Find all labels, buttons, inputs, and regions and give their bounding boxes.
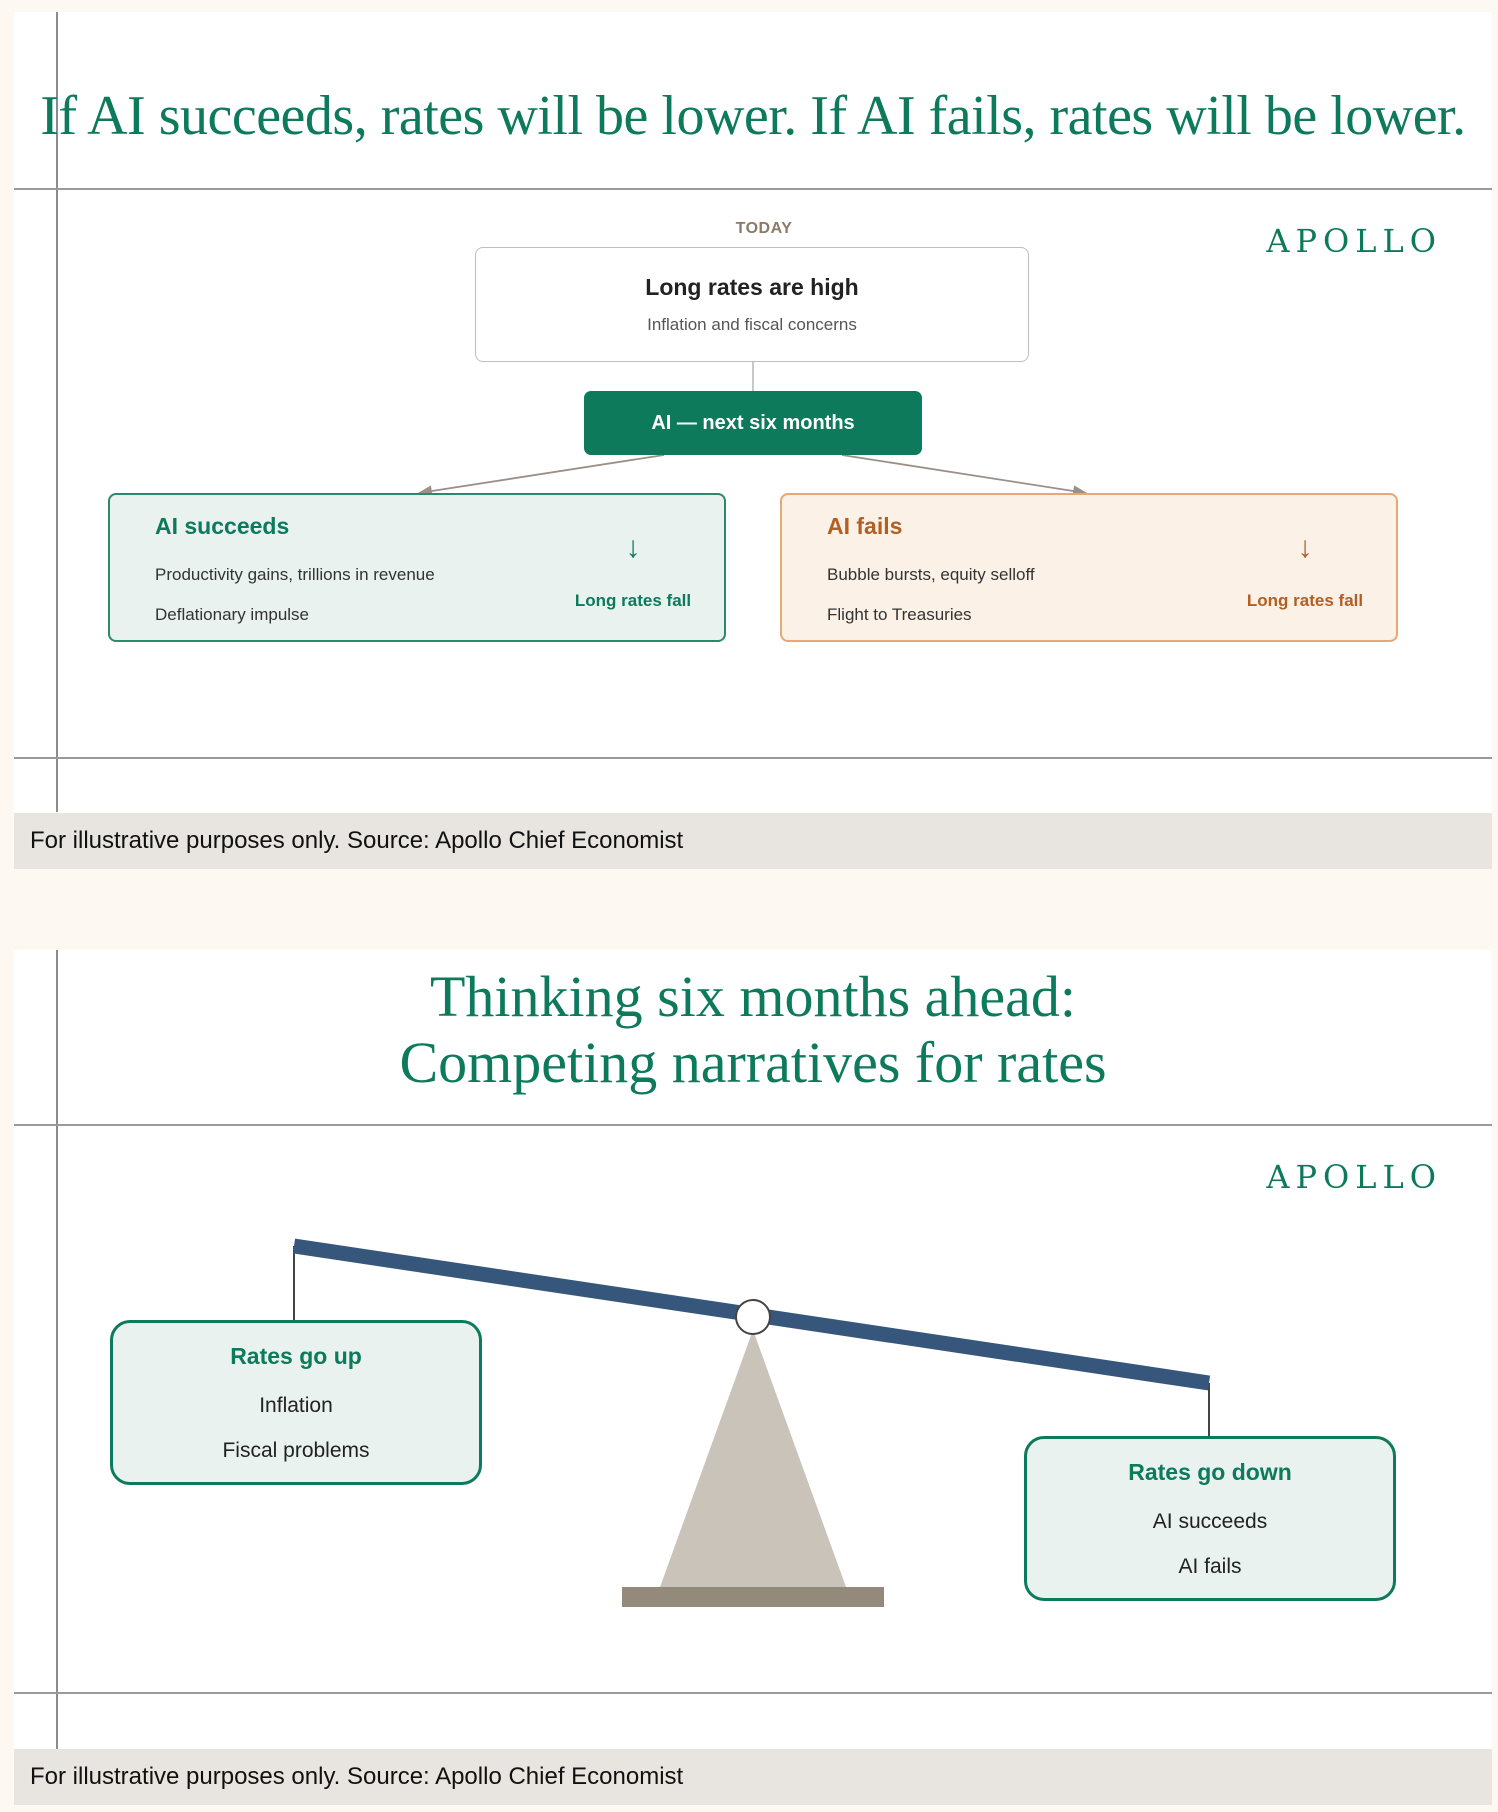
today-subtitle: Inflation and fiscal concerns — [647, 315, 857, 334]
title-divider — [14, 1124, 1492, 1126]
ai-fails-reason: Bubble bursts, equity selloff — [827, 565, 1035, 584]
title-line: Competing narratives for rates — [399, 1030, 1107, 1095]
rates-down-reason: AI succeeds — [1152, 1510, 1268, 1533]
bottom-divider — [14, 1692, 1492, 1694]
ai-succeeds-reason: Productivity gains, trillions in revenue — [155, 565, 435, 584]
rates-down-reason: AI fails — [1178, 1555, 1242, 1578]
slide-competing-narratives: Thinking six months ahead: Competing nar… — [14, 950, 1492, 1805]
ai-succeeds-reason: Deflationary impulse — [155, 605, 310, 624]
ai-next-six-months-box: AI — next six months — [584, 391, 922, 455]
ai-fails-title: AI fails — [827, 513, 903, 539]
fulcrum — [660, 1330, 846, 1587]
today-title: Long rates are high — [645, 274, 859, 300]
down-arrow-icon: ↓ — [625, 531, 641, 564]
rates-up-reason: Fiscal problems — [222, 1439, 370, 1462]
slide-title: If AI succeeds, rates will be lower. If … — [40, 85, 1466, 147]
ai-fails-reason: Flight to Treasuries — [827, 605, 972, 624]
connector-lines — [417, 362, 1088, 497]
left-rule — [56, 12, 58, 812]
source-footer: For illustrative purposes only. Source: … — [14, 813, 1492, 869]
ai-succeeds-result: Long rates fall — [574, 591, 692, 610]
today-box: Long rates are high Inflation and fiscal… — [475, 247, 1029, 362]
rates-up-reason: Inflation — [259, 1394, 333, 1417]
rates-go-down-title: Rates go down — [1128, 1459, 1292, 1485]
arrow-to-succeeds — [417, 454, 665, 497]
ai-fails-box: AI fails Bubble bursts, equity selloff F… — [780, 493, 1398, 642]
pivot-circle — [735, 1299, 771, 1335]
today-label: TODAY — [735, 220, 793, 237]
rates-go-up-box: Rates go up Inflation Fiscal problems — [110, 1320, 482, 1485]
rates-go-up-title: Rates go up — [230, 1343, 362, 1369]
apollo-logo: APOLLO — [1266, 222, 1442, 260]
title-divider — [14, 188, 1492, 190]
apollo-logo: APOLLO — [1266, 1158, 1442, 1196]
slide-title: Thinking six months ahead: Competing nar… — [14, 964, 1492, 1096]
bottom-divider — [14, 757, 1492, 759]
source-footer: For illustrative purposes only. Source: … — [14, 1749, 1492, 1805]
arrow-to-fails — [841, 454, 1088, 497]
ai-succeeds-title: AI succeeds — [155, 513, 290, 539]
down-arrow-icon: ↓ — [1297, 531, 1313, 564]
rates-go-down-box: Rates go down AI succeeds AI fails — [1024, 1436, 1396, 1601]
title-line: Thinking six months ahead: — [430, 964, 1076, 1029]
left-rule — [56, 950, 58, 1749]
fulcrum-base — [622, 1587, 884, 1607]
ai-fails-result: Long rates fall — [1246, 591, 1364, 610]
seesaw-illustration — [292, 1238, 1211, 1607]
ai-succeeds-box: AI succeeds Productivity gains, trillion… — [108, 493, 726, 642]
slide-ai-rates-lower: If AI succeeds, rates will be lower. If … — [14, 12, 1492, 869]
